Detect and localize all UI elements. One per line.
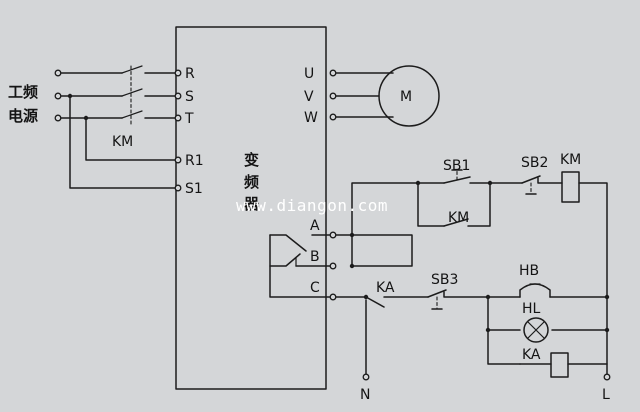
km-coil: KM xyxy=(560,152,608,375)
supply-terminals: N L xyxy=(360,373,611,403)
terminal-n-circle xyxy=(362,373,370,381)
motor: M xyxy=(378,65,440,127)
ka-coil-label: KA xyxy=(522,347,541,363)
hl-label: HL xyxy=(522,301,541,317)
hl-lamp: HL xyxy=(522,301,549,343)
inverter-label-char-1: 变 xyxy=(244,151,259,169)
terminal-r1: R1 xyxy=(185,153,204,169)
terminal-t: T xyxy=(184,111,194,127)
inverter-label: 变 频 器 xyxy=(243,151,260,213)
terminal-l-circle xyxy=(603,373,611,381)
sb2-button: SB2 xyxy=(521,155,563,195)
output-terminals: U V W xyxy=(304,66,394,126)
power-source-label: 工频 电源 xyxy=(8,83,38,125)
source-label-line-1: 工频 xyxy=(8,83,38,101)
terminal-n-label: N xyxy=(360,387,370,403)
terminal-s1: S1 xyxy=(185,181,203,197)
sb1-label: SB1 xyxy=(443,158,470,174)
sb1-button: SB1 xyxy=(417,158,523,184)
inverter-label-char-3: 器 xyxy=(243,195,260,213)
input-terminals: R S T R1 S1 xyxy=(174,66,204,197)
hb-buzzer: HB xyxy=(519,263,551,298)
ka-coil: KA xyxy=(519,347,569,378)
hb-label: HB xyxy=(519,263,539,279)
source-label-line-2: 电源 xyxy=(8,107,38,125)
terminal-c: C xyxy=(310,280,320,296)
motor-label: M xyxy=(400,89,412,105)
terminal-u: U xyxy=(304,66,314,82)
supply-lines xyxy=(60,72,177,189)
inverter-label-char-2: 频 xyxy=(244,173,259,191)
motor-circle xyxy=(378,65,440,127)
source-terminal-3 xyxy=(54,114,62,122)
sb3-label: SB3 xyxy=(431,272,458,288)
internal-relay-contacts xyxy=(269,234,331,298)
inverter-box xyxy=(175,26,327,390)
km-main-contactor: KM xyxy=(112,65,177,150)
terminal-a: A xyxy=(310,218,320,234)
source-terminal-2 xyxy=(54,92,62,100)
km-main-label: KM xyxy=(112,134,133,150)
ka-contact: KA xyxy=(335,280,429,375)
relay-external-wiring xyxy=(335,182,419,269)
watermark: www.diangon.com xyxy=(236,196,388,215)
parallel-loads-wiring xyxy=(485,294,610,365)
km-coil-label: KM xyxy=(560,152,581,168)
km-aux-contact: KM xyxy=(415,180,493,227)
relay-terminals: A B C xyxy=(310,218,337,301)
terminal-r: R xyxy=(185,66,195,82)
power-source-terminals xyxy=(54,69,62,122)
lamp-icon xyxy=(523,317,549,343)
terminal-s: S xyxy=(185,89,194,105)
sb3-button: SB3 xyxy=(427,272,489,310)
sb2-label: SB2 xyxy=(521,155,548,171)
terminal-b: B xyxy=(310,249,320,265)
ka-contact-label: KA xyxy=(376,280,395,296)
source-terminal-1 xyxy=(54,69,62,77)
terminal-l-label: L xyxy=(602,387,610,403)
terminal-v: V xyxy=(304,89,314,105)
terminal-w: W xyxy=(304,110,318,126)
km-aux-label: KM xyxy=(448,210,469,226)
